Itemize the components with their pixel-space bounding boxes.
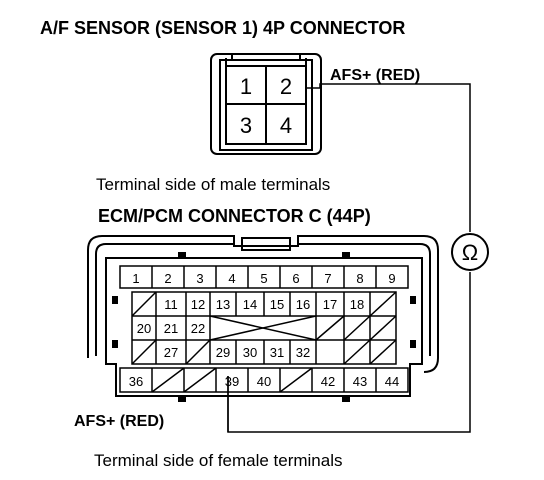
ecm-row-1 xyxy=(119,265,409,289)
ecm-pin-32: 32 xyxy=(296,345,310,360)
ecm-pin-22: 22 xyxy=(191,321,205,336)
ecm-pin-43: 43 xyxy=(353,374,367,389)
ecm-housing-latches xyxy=(112,252,416,402)
sensor-connector xyxy=(210,53,322,155)
ecm-pin-6: 6 xyxy=(292,271,299,286)
ecm-pin-17: 17 xyxy=(323,297,337,312)
ecm-wire-label: AFS+ (RED) xyxy=(74,413,164,430)
ecm-pin-16: 16 xyxy=(296,297,310,312)
ecm-row-4-pins: 27 29 30 31 32 xyxy=(164,345,310,360)
sensor-pin-1: 1 xyxy=(240,74,252,99)
ecm-row-3-pins: 20 21 22 xyxy=(137,321,205,336)
ecm-pin-8: 8 xyxy=(356,271,363,286)
ecm-pin-20: 20 xyxy=(137,321,151,336)
ecm-pin-18: 18 xyxy=(350,297,364,312)
ecm-pin-31: 31 xyxy=(270,345,284,360)
ecm-pin-3: 3 xyxy=(196,271,203,286)
ecm-pin-13: 13 xyxy=(216,297,230,312)
ecm-pin-42: 42 xyxy=(321,374,335,389)
ecm-pin-5: 5 xyxy=(260,271,267,286)
ecm-pin-39: 39 xyxy=(225,374,239,389)
ecm-caption: Terminal side of female terminals xyxy=(94,451,342,470)
ecm-row-5-pins: 36 39 40 42 43 44 xyxy=(129,374,399,389)
ohm-icon: Ω xyxy=(462,240,478,265)
sensor-pin-2: 2 xyxy=(280,74,292,99)
ecm-row-2-pins: 11 12 13 14 15 16 17 18 xyxy=(164,297,364,312)
sensor-pin-3: 3 xyxy=(240,113,252,138)
ecm-connector-housing xyxy=(87,235,439,397)
ecm-row-1-pins: 1 2 3 4 5 6 7 8 9 xyxy=(132,271,395,286)
ecm-pin-30: 30 xyxy=(243,345,257,360)
ecm-pin-11: 11 xyxy=(164,297,178,312)
ecm-connector-title: ECM/PCM CONNECTOR C (44P) xyxy=(98,206,371,226)
ecm-row-5 xyxy=(119,367,409,393)
ecm-pin-40: 40 xyxy=(257,374,271,389)
ecm-pin-12: 12 xyxy=(191,297,205,312)
ecm-pin-27: 27 xyxy=(164,345,178,360)
ecm-pin-1: 1 xyxy=(132,271,139,286)
ecm-pin-36: 36 xyxy=(129,374,143,389)
ohmmeter-symbol xyxy=(451,233,489,271)
sensor-wire-label: AFS+ (RED) xyxy=(330,67,420,84)
ecm-pin-2: 2 xyxy=(164,271,171,286)
ecm-pin-29: 29 xyxy=(216,345,230,360)
ecm-pin-21: 21 xyxy=(164,321,178,336)
sensor-caption: Terminal side of male terminals xyxy=(96,175,330,194)
ecm-pin-9: 9 xyxy=(388,271,395,286)
sensor-pin-4: 4 xyxy=(280,113,292,138)
sensor-connector-title: A/F SENSOR (SENSOR 1) 4P CONNECTOR xyxy=(40,18,405,38)
ecm-pin-15: 15 xyxy=(270,297,284,312)
ecm-rows-2-4 xyxy=(131,291,397,365)
ecm-pin-44: 44 xyxy=(385,374,399,389)
sensor-pin-4-cell xyxy=(265,103,307,145)
ecm-pin-4: 4 xyxy=(228,271,235,286)
ecm-pin-14: 14 xyxy=(243,297,257,312)
ecm-pin-7: 7 xyxy=(324,271,331,286)
